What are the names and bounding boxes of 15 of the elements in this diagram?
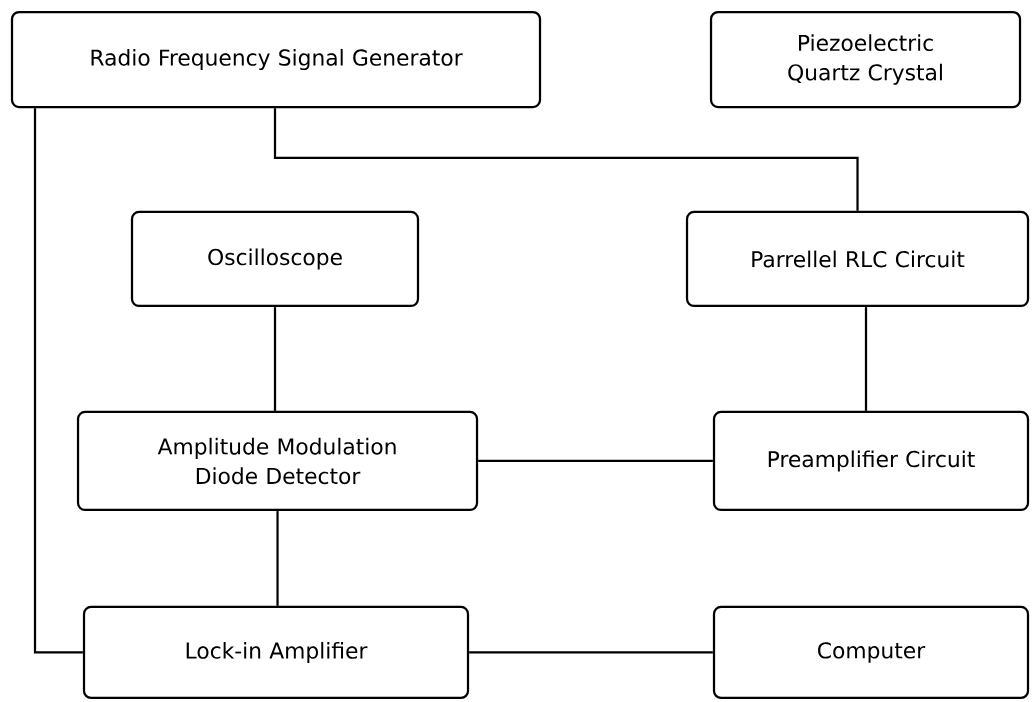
connector-line [273, 307, 277, 411]
process-box: Oscilloscope [130, 210, 420, 308]
process-box: Preamplifier Circuit [712, 410, 1030, 512]
connector-line [273, 108, 859, 211]
process-box: Piezoelectric Quartz Crystal [709, 10, 1022, 109]
process-box: Computer [712, 605, 1030, 700]
process-box: Radio Frequency Signal Generator [10, 10, 542, 109]
process-box: Parrellel RLC Circuit [685, 210, 1030, 308]
connector-line [478, 459, 713, 463]
process-box: Lock-in Amplifier [82, 605, 470, 700]
process-box: Amplitude Modulation Diode Detector [76, 410, 479, 512]
connector-line [864, 307, 868, 411]
connector-line [276, 511, 279, 606]
connector-line [469, 651, 713, 654]
connector-line [33, 108, 83, 654]
